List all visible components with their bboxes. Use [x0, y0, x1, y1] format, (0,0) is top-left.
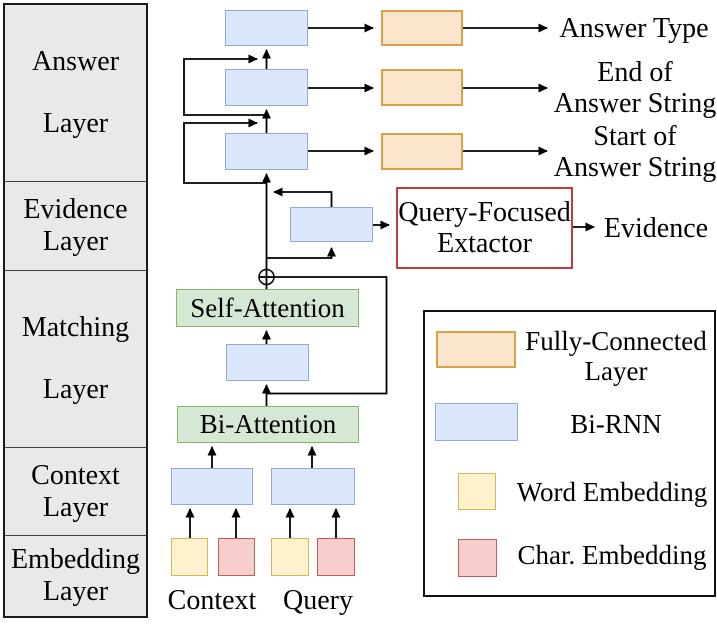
plus-circle-icon: [258, 268, 275, 286]
legend-label-fully-connected: Fully-Connected Layer: [525, 326, 707, 386]
fc-end: [381, 69, 463, 106]
evidence-layer-label-line1: Evidence: [23, 194, 128, 225]
input-label-context: Context: [167, 585, 257, 616]
answer-layer-label-line1: Answer: [31, 46, 120, 77]
legend-swatch-fully-connected: [436, 331, 516, 368]
sidebar-item-context-layer: Context Layer: [5, 447, 146, 535]
bi-rnn-start: [225, 133, 308, 170]
bi-rnn-context: [171, 468, 253, 505]
sidebar-item-embedding-layer: Embedding Layer: [5, 535, 146, 616]
legend-swatch-bi-rnn: [435, 403, 518, 441]
matching-layer-label-line2: Layer: [42, 374, 109, 405]
bi-rnn-matching: [226, 344, 309, 381]
input-label-query: Query: [283, 585, 353, 616]
fc-answer-type: [381, 10, 463, 46]
bi-rnn-answer-type: [225, 10, 308, 46]
evidence-layer-label-line2: Layer: [42, 226, 109, 257]
fc-start: [381, 133, 463, 170]
extractor-label-line1: Query-Focused: [398, 197, 571, 228]
legend-label-bi-rnn: Bi-RNN: [570, 409, 662, 439]
char-embedding-query: [317, 538, 355, 576]
bi-rnn-end: [225, 69, 308, 106]
word-embedding-query: [271, 538, 309, 576]
output-answer-type: Answer Type: [559, 13, 709, 44]
matching-layer-label-line1: Matching: [21, 312, 130, 343]
context-layer-label-line1: Context: [31, 459, 120, 491]
char-embedding-context: [218, 538, 255, 576]
output-end-of-answer-string: End of Answer String: [553, 57, 717, 119]
query-focused-extractor-box: Query-Focused Extactor: [396, 187, 573, 269]
sidebar-item-evidence-layer: Evidence Layer: [5, 181, 146, 270]
bi-attention-box: Bi-Attention: [177, 406, 359, 443]
context-layer-label-line2: Layer: [42, 491, 109, 523]
legend-swatch-word-embedding: [458, 473, 496, 510]
bi-rnn-query: [271, 468, 355, 505]
word-embedding-context: [171, 538, 208, 576]
legend-swatch-char-embedding: [458, 539, 497, 577]
output-start-of-answer-string: Start of Answer String: [553, 121, 717, 183]
self-attention-box: Self-Attention: [176, 289, 359, 327]
answer-layer-label-line2: Layer: [42, 108, 109, 139]
embedding-layer-label-line1: Embedding: [10, 544, 141, 575]
layer-sidebar: Answer Layer Evidence Layer Matching Lay…: [3, 3, 148, 618]
extractor-label-line2: Extactor: [437, 228, 532, 259]
sidebar-item-matching-layer: Matching Layer: [5, 270, 146, 447]
output-evidence: Evidence: [603, 213, 709, 244]
legend-label-char-embedding: Char. Embedding: [517, 540, 707, 570]
embedding-layer-label-line2: Layer: [42, 576, 109, 607]
bi-rnn-evidence: [290, 207, 373, 242]
legend-label-word-embedding: Word Embedding: [516, 477, 708, 507]
sidebar-item-answer-layer: Answer Layer: [5, 5, 146, 181]
self-attention-label: Self-Attention: [190, 292, 345, 323]
bi-attention-label: Bi-Attention: [199, 409, 337, 439]
